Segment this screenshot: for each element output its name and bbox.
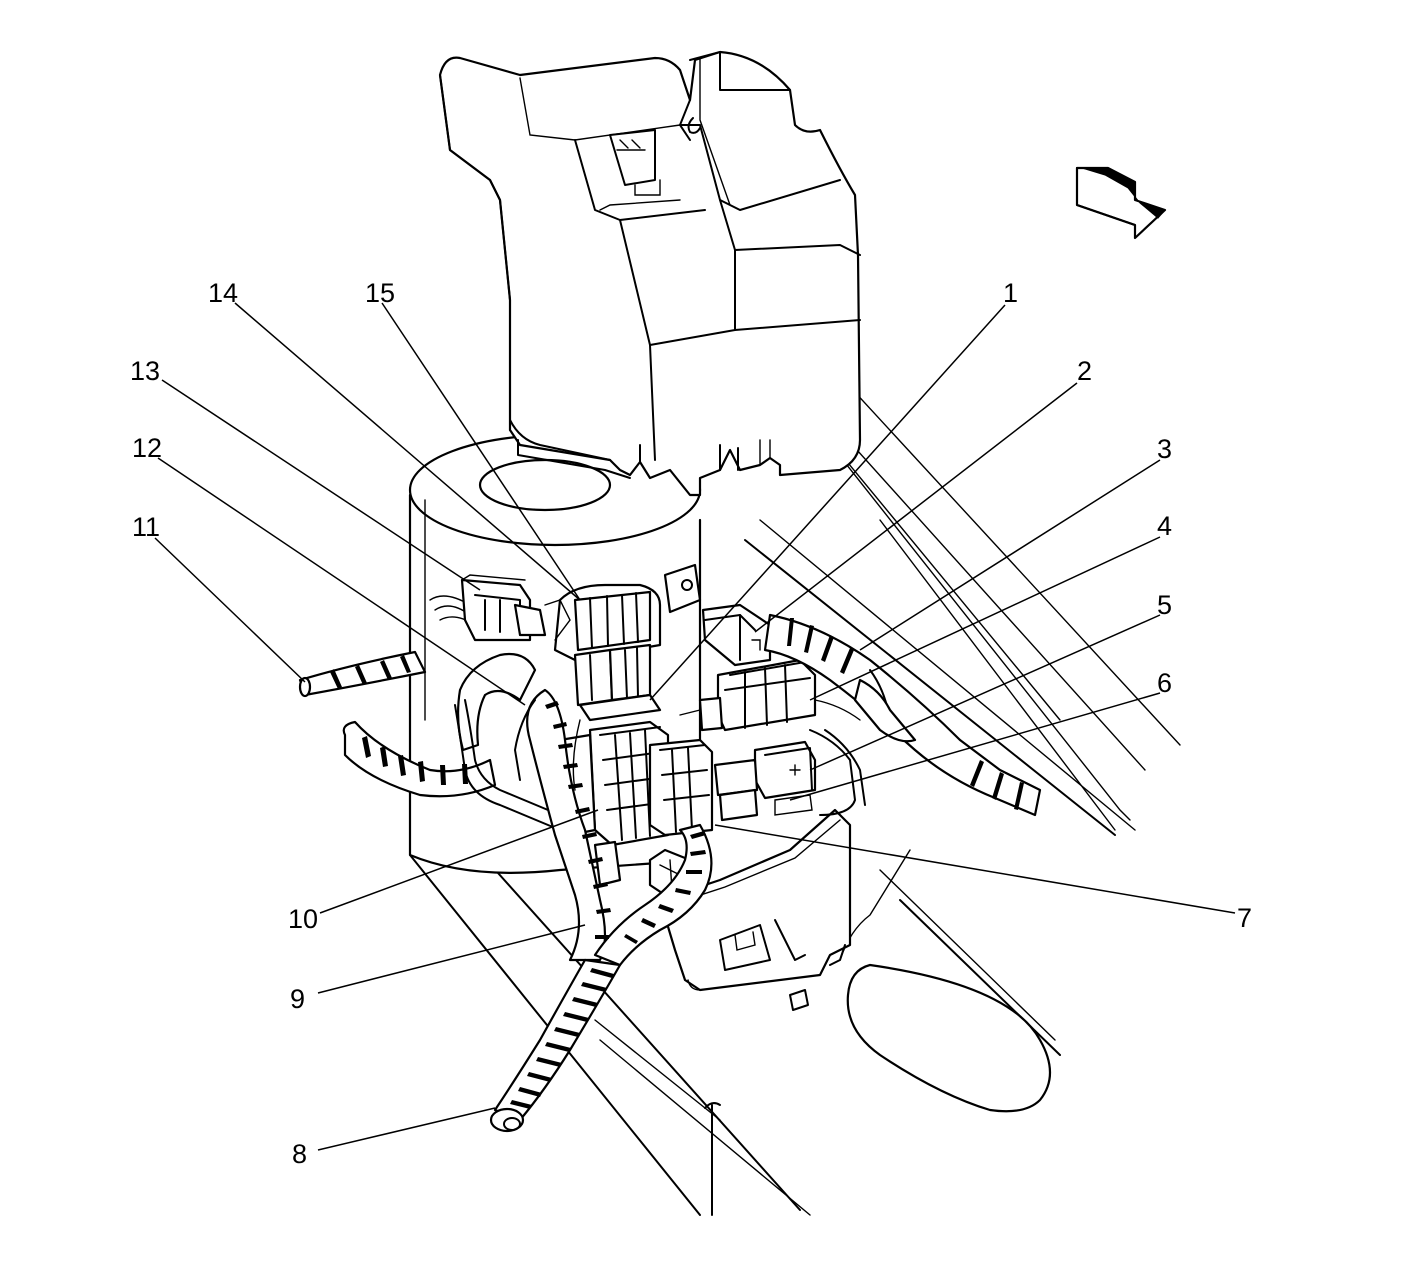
callout-1: 1	[1003, 278, 1018, 308]
connector-4	[680, 660, 815, 730]
leader-12	[158, 458, 525, 705]
column-shroud-housing	[440, 52, 860, 495]
callout-labels: 1 2 3 4 5 6 7 8 9 10 11 12 13 14 15	[130, 278, 1252, 1169]
wire-harness-loop	[344, 596, 630, 830]
leader-lines	[155, 303, 1235, 1150]
callout-8: 8	[292, 1139, 307, 1169]
wire-harness-left	[300, 652, 425, 696]
connector-2	[703, 605, 770, 665]
callout-2: 2	[1077, 356, 1092, 386]
leader-13	[162, 380, 480, 590]
callout-12: 12	[132, 433, 162, 463]
leader-15	[382, 303, 580, 600]
callout-9: 9	[290, 984, 305, 1014]
callout-15: 15	[365, 278, 395, 308]
mounting-bracket	[665, 565, 700, 612]
wire-harness-right	[765, 615, 1040, 815]
callout-6: 6	[1157, 668, 1172, 698]
wire-harness-main	[491, 690, 711, 1131]
leader-7	[715, 825, 1235, 913]
connector-5-6	[715, 742, 815, 820]
leader-4	[810, 537, 1160, 700]
callout-3: 3	[1157, 434, 1172, 464]
callout-11: 11	[132, 512, 160, 542]
leader-3	[860, 460, 1160, 650]
connector-13	[462, 575, 545, 640]
view-direction-arrow-icon	[1077, 168, 1165, 238]
connector-14-15	[545, 585, 660, 720]
leader-9	[318, 925, 585, 993]
callout-5: 5	[1157, 590, 1172, 620]
leader-8	[318, 1108, 495, 1150]
leader-11	[155, 538, 305, 682]
leader-14	[235, 303, 580, 600]
floor-opening	[848, 965, 1050, 1111]
callout-4: 4	[1157, 511, 1172, 541]
leader-6	[790, 693, 1160, 800]
callout-13: 13	[130, 356, 160, 386]
leader-5	[810, 615, 1160, 770]
callout-7: 7	[1237, 903, 1252, 933]
column-support-rails	[410, 300, 1180, 1215]
callout-10: 10	[288, 904, 318, 934]
leader-10	[320, 810, 598, 913]
leader-2	[755, 383, 1077, 632]
callout-14: 14	[208, 278, 238, 308]
leader-1	[650, 305, 1005, 700]
